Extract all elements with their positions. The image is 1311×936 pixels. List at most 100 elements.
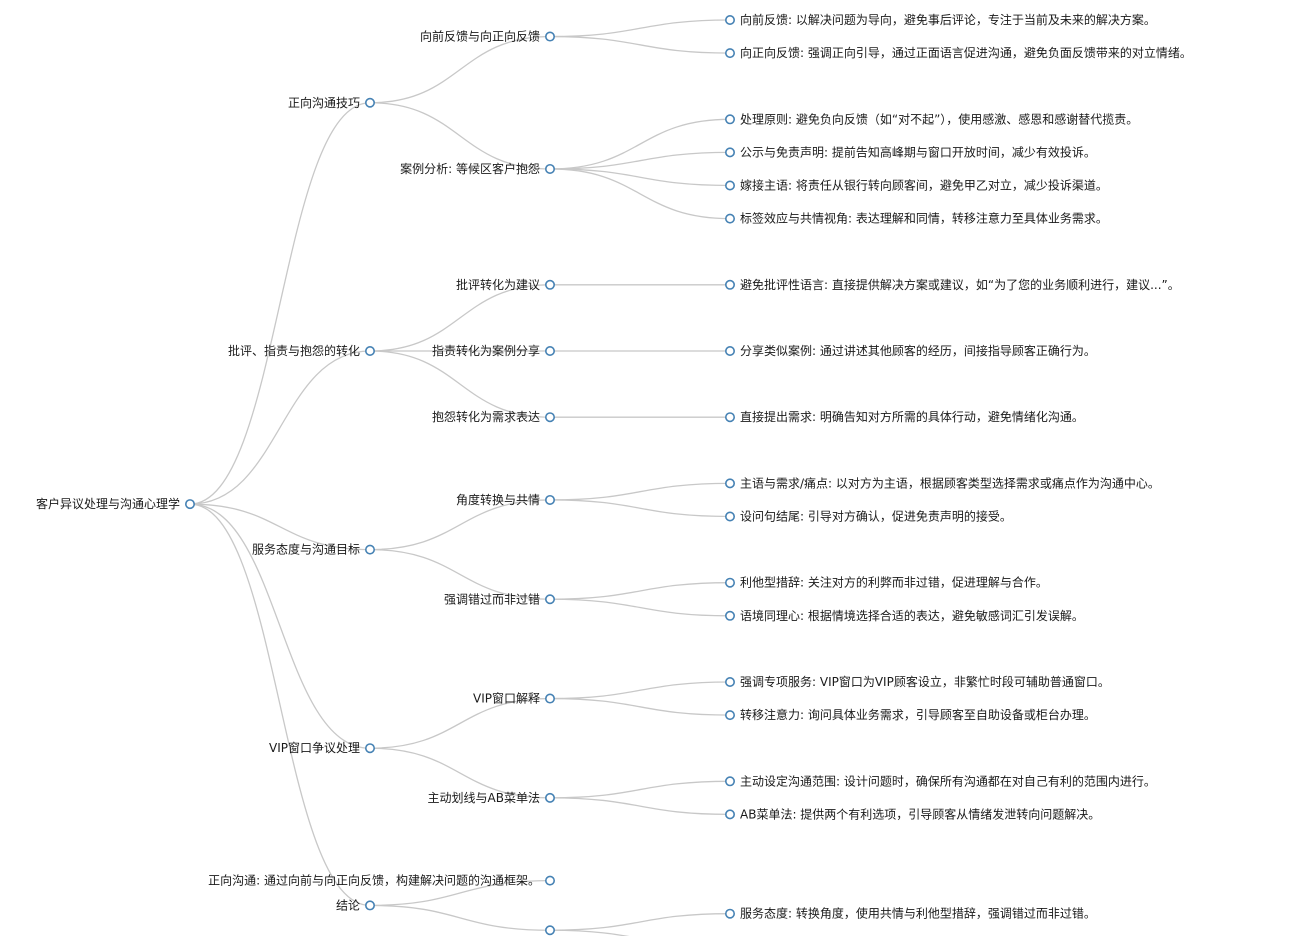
node-circle-icon[interactable] [544,412,555,423]
node-circle-icon[interactable] [364,743,375,754]
node-label: 转移注意力: 询问具体业务需求，引导顾客至自助设备或柜台办理。 [740,707,1096,722]
node-label: 主语与需求/痛点: 以对方为主语，根据顾客类型选择需求或痛点作为沟通中心。 [740,475,1160,490]
mindmap-link [369,879,551,907]
node-label: 主动设定沟通范围: 设计问题时，确保所有沟通都在对自己有利的范围内进行。 [740,773,1156,788]
mindmap-link [549,582,731,600]
mindmap-leaf-node[interactable]: 避免批评性语言: 直接提供解决方案或建议，如“为了您的业务顺利进行，建议...”… [724,277,1180,292]
node-circle-icon[interactable] [724,48,735,59]
node-circle-icon[interactable] [544,792,555,803]
node-label: 强调专项服务: VIP窗口为VIP顾客设立，非繁忙时段可辅助普通窗口。 [740,674,1110,689]
mindmap-branch-node[interactable]: 正向沟通技巧 [288,95,375,110]
node-circle-icon[interactable] [544,345,555,356]
node-circle-icon[interactable] [544,31,555,42]
node-label: AB菜单法: 提供两个有利选项，引导顾客从情绪发泄转向问题解决。 [740,806,1100,821]
mindmap-leaf-node[interactable]: 嫁接主语: 将责任从银行转向顾客间，避免甲乙对立，减少投诉渠道。 [724,178,1108,193]
node-label: 嫁接主语: 将责任从银行转向顾客间，避免甲乙对立，减少投诉渠道。 [740,178,1108,193]
node-circle-icon[interactable] [364,544,375,555]
node-circle-icon[interactable] [544,163,555,174]
mindmap-branch-node[interactable]: 主动划线与AB菜单法 [428,791,555,805]
node-label: 公示与免责声明: 提前告知高峰期与窗口开放时间，减少有效投诉。 [740,144,1096,159]
node-circle-icon[interactable] [724,15,735,25]
node-circle-icon[interactable] [724,809,735,820]
node-circle-icon[interactable] [544,279,555,290]
mindmap-branch-node[interactable]: 抱怨转化为需求表达 [432,409,555,424]
node-circle-icon[interactable] [544,925,555,936]
mindmap-root-node[interactable]: 客户异议处理与沟通心理学 [36,496,196,511]
mindmap-branch-node[interactable]: 指责转化为案例分享 [432,343,555,358]
mindmap-leaf-node[interactable]: AB菜单法: 提供两个有利选项，引导顾客从情绪发泄转向问题解决。 [724,806,1101,821]
node-circle-icon[interactable] [724,511,735,522]
node-circle-icon[interactable] [724,676,735,687]
mindmap-leaf-node[interactable]: 强调专项服务: VIP窗口为VIP顾客设立，非繁忙时段可辅助普通窗口。 [724,674,1110,689]
mindmap-link [549,19,731,38]
mindmap-leaf-node[interactable]: 标签效应与共情视角: 表达理解和同情，转移注意力至具体业务需求。 [724,211,1108,226]
node-circle-icon[interactable] [724,412,735,423]
mindmap-branch-node[interactable]: 结论 [336,898,375,912]
node-circle-icon[interactable] [364,97,375,108]
node-label: 标签效应与共情视角: 表达理解和同情，转移注意力至具体业务需求。 [740,211,1108,226]
node-circle-icon[interactable] [724,147,735,158]
mindmap-link [369,499,551,551]
node-circle-icon[interactable] [724,279,735,290]
mindmap-links [189,19,731,936]
node-circle-icon[interactable] [724,478,735,489]
mindmap-leaf-node[interactable]: 主语与需求/痛点: 以对方为主语，根据顾客类型选择需求或痛点作为沟通中心。 [724,475,1160,490]
node-label: 强调错过而非过错 [444,592,540,606]
node-circle-icon[interactable] [544,594,555,605]
mindmap-link [549,168,731,220]
mindmap-link [549,35,731,54]
node-circle-icon[interactable] [364,345,375,356]
mindmap-branch-node[interactable] [544,925,555,936]
node-circle-icon[interactable] [724,114,735,125]
mindmap-branch-node[interactable]: 服务态度与沟通目标 [252,542,375,557]
node-circle-icon[interactable] [724,345,735,356]
node-label: 向前反馈: 以解决问题为导向，避免事后评论，专注于当前及未来的解决方案。 [740,12,1156,27]
node-circle-icon[interactable] [724,577,735,588]
mindmap-leaf-node[interactable]: 设问句结尾: 引导对方确认，促进免责声明的接受。 [724,509,1012,524]
mindmap-branch-node[interactable]: 批评、指责与抱怨的转化 [228,343,375,358]
mindmap-leaf-node[interactable]: 利他型措辞: 关注对方的利弊而非过错，促进理解与合作。 [724,575,1048,590]
node-circle-icon[interactable] [544,494,555,505]
mindmap-branch-node[interactable]: 案例分析: 等候区客户抱怨 [400,161,555,176]
mindmap-branch-node[interactable]: VIP窗口解释 [473,692,555,706]
mindmap-branch-node[interactable]: 向前反馈与向正向反馈 [420,29,555,44]
mindmap-leaf-node[interactable]: 分享类似案例: 通过讲述其他顾客的经历，间接指导顾客正确行为。 [724,343,1096,358]
node-label: 服务态度: 转换角度，使用共情与利他型措辞，强调错过而非过错。 [740,906,1096,921]
mindmap-leaf-node[interactable]: 向前反馈: 以解决问题为导向，避免事后评论，专注于当前及未来的解决方案。 [724,12,1156,27]
mindmap-branch-node[interactable]: 批评转化为建议 [456,277,555,292]
mindmap-leaf-node[interactable]: 公示与免责声明: 提前告知高峰期与窗口开放时间，减少有效投诉。 [724,144,1096,159]
node-circle-icon[interactable] [724,610,735,621]
mindmap-branch-node[interactable]: 强调错过而非过错 [444,592,555,606]
node-label: 抱怨转化为需求表达 [432,409,540,424]
mindmap-leaf-node[interactable]: 直接提出需求: 明确告知对方所需的具体行动，避免情绪化沟通。 [724,409,1084,424]
node-label: 指责转化为案例分享 [432,343,540,358]
node-circle-icon[interactable] [724,180,735,191]
mindmap-leaf-node[interactable]: 处理原则: 避免负向反馈（如“对不起”），使用感激、感恩和感谢替代揽责。 [724,111,1138,126]
mindmap-link [549,482,731,501]
mindmap-leaf-node[interactable]: 向正向反馈: 强调正向引导，通过正面语言促进沟通，避免负面反馈带来的对立情绪。 [724,45,1192,60]
node-circle-icon[interactable] [544,875,555,886]
node-circle-icon[interactable] [724,776,735,787]
node-circle-icon[interactable] [724,710,735,721]
mindmap-link [369,102,551,170]
mindmap-link [549,598,731,617]
mindmap-leaf-node[interactable]: 语境同理心: 根据情境选择合适的表达，避免敏感词汇引发误解。 [724,608,1084,623]
node-circle-icon[interactable] [724,213,735,224]
node-circle-icon[interactable] [724,908,735,919]
mindmap-leaf-node[interactable]: 转移注意力: 询问具体业务需求，引导顾客至自助设备或柜台办理。 [724,707,1096,722]
mindmap-link [549,913,731,931]
mindmap-leaf-node[interactable]: 服务态度: 转换角度，使用共情与利他型措辞，强调错过而非过错。 [724,906,1096,921]
node-circle-icon[interactable] [185,499,196,510]
mindmap-branch-node[interactable]: 角度转换与共情 [456,492,555,507]
mindmap-leaf-node[interactable]: 主动设定沟通范围: 设计问题时，确保所有沟通都在对自己有利的范围内进行。 [724,773,1156,788]
node-label: 正向沟通: 通过向前与向正向反馈，构建解决问题的沟通框架。 [208,873,540,888]
mindmap-link [189,503,371,749]
mindmap-branch-node[interactable]: VIP窗口争议处理 [269,741,375,755]
mindmap-leaf-node[interactable]: 正向沟通: 通过向前与向正向反馈，构建解决问题的沟通框架。 [208,873,555,888]
mindmap-link [549,697,731,716]
node-label: 案例分析: 等候区客户抱怨 [400,161,540,176]
node-circle-icon[interactable] [364,900,375,911]
node-label: 处理原则: 避免负向反馈（如“对不起”），使用感激、感恩和感谢替代揽责。 [740,111,1138,126]
node-circle-icon[interactable] [544,693,555,704]
